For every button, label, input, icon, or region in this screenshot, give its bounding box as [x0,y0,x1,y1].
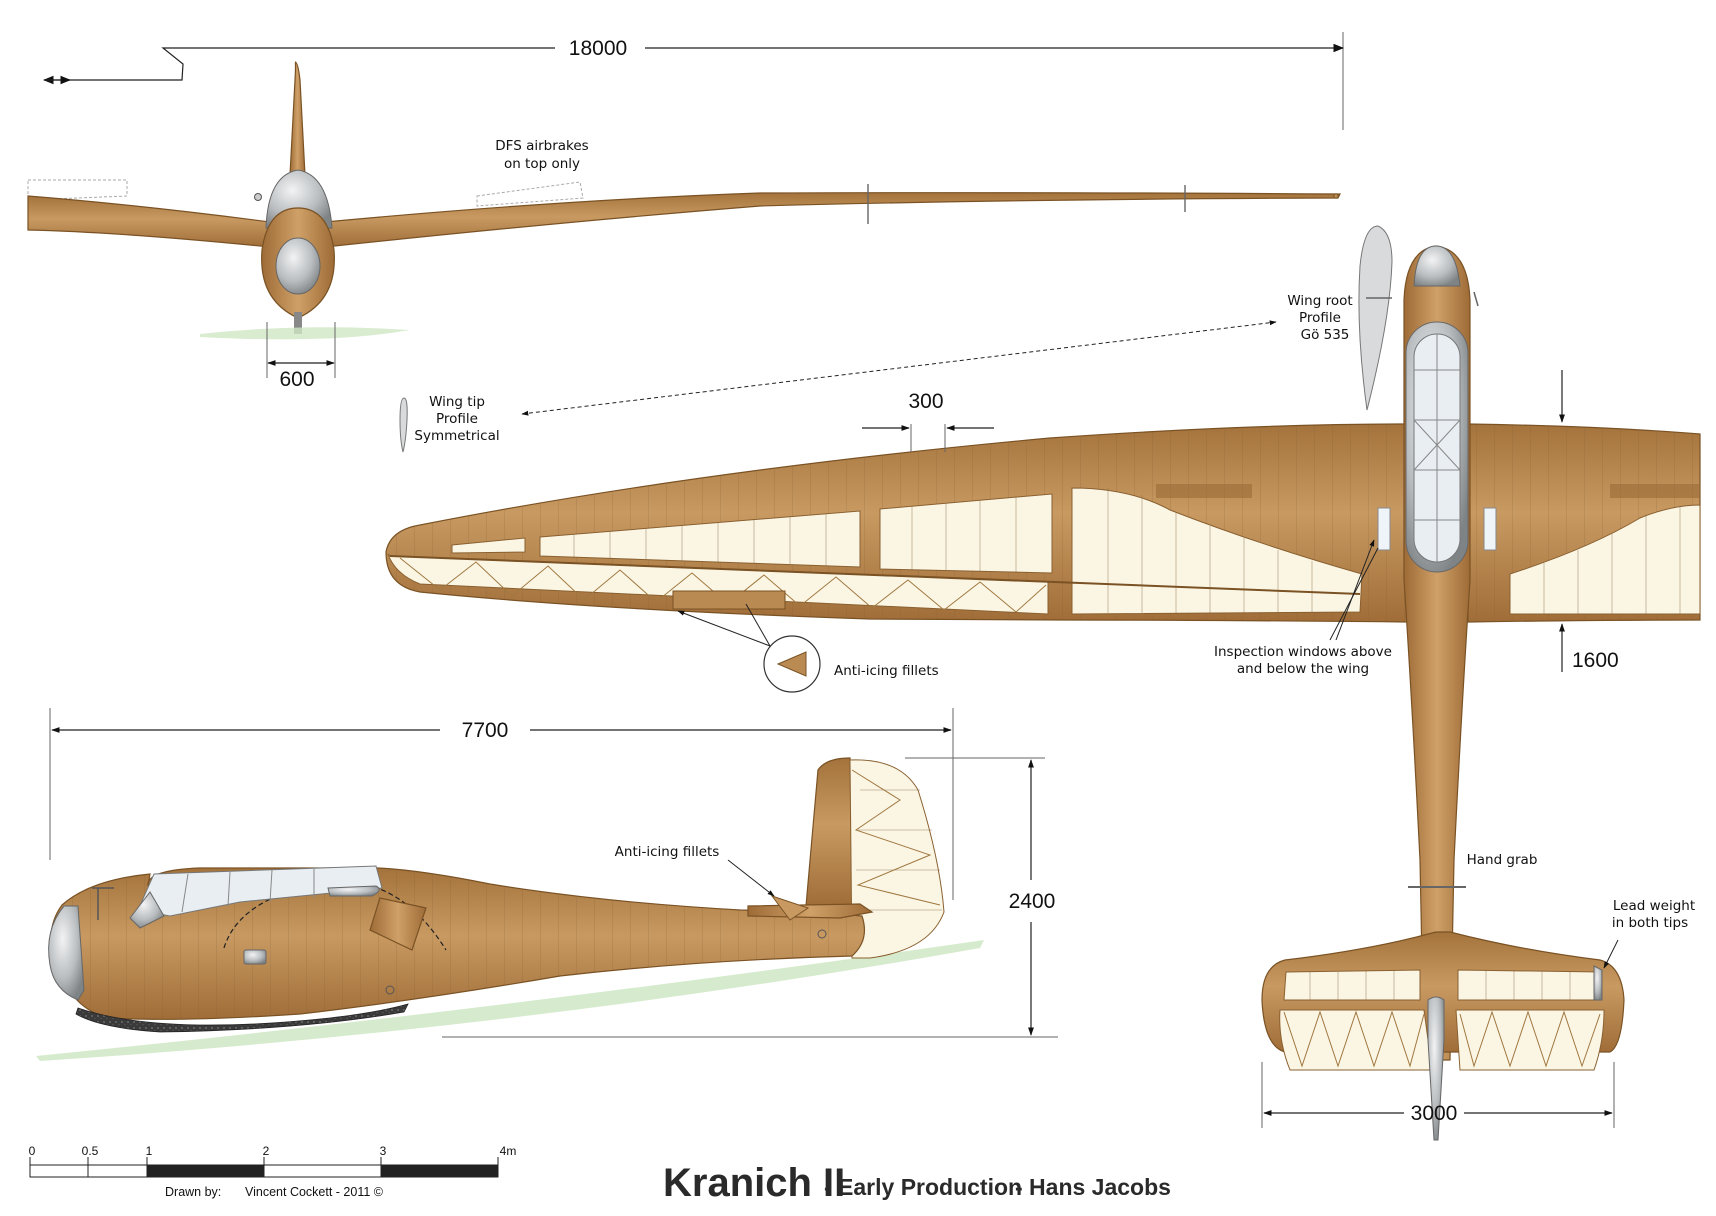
length-dimension: 7700 [49,708,954,900]
scale-label-0: 0 [29,1144,36,1158]
wing-tip-profile [399,397,408,453]
scale-label-3: 3 [380,1144,387,1158]
tailplane-span-label: 3000 [1411,1102,1458,1125]
front-right-wing [324,192,1341,248]
wing-root-note-line2: Profile [1299,310,1341,326]
tailplane-span-dimension: 3000 [1261,1062,1615,1128]
drawn-by-label: Drawn by: [165,1185,221,1199]
scale-label-2: 2 [263,1144,270,1158]
height-dimension: 2400 [442,757,1058,1038]
inspection-note-line2: and below the wing [1237,661,1369,677]
airbrakes-note-line2: on top only [504,156,580,172]
hand-grab-note: Hand grab [1467,852,1538,868]
anti-icing-side-note: Anti-icing fillets [615,844,720,860]
scale-label-1: 1 [146,1144,153,1158]
side-ground-shadow [36,940,984,1061]
aileron-chord-label: 300 [908,390,943,413]
drawing-designer: - Hans Jacobs [1015,1174,1171,1200]
wheel-track-dimension: 600 [266,322,336,391]
wing-tip-note-line2: Profile [436,411,478,427]
anti-icing-plan-note: Anti-icing fillets [834,663,939,679]
side-view: 7700 2400 [36,708,1058,1061]
height-label: 2400 [1009,890,1056,913]
side-fin [805,757,853,907]
front-nose-cap [275,237,321,295]
inspection-note-line1: Inspection windows above [1214,644,1392,660]
aileron-chord-dimension: 300 [862,390,994,452]
drawing-title: Kranich II [663,1161,845,1205]
scale-bar: 0 0.5 1 2 3 4m [29,1144,517,1178]
wing-tip-note-line3: Symmetrical [414,428,499,444]
profiles: Wing root Profile Gö 535 Wing tip Profil… [399,225,1393,453]
front-left-wing [27,195,271,248]
span-dimension: 18000 [42,32,1345,130]
root-chord-dimension: 1600 [1559,370,1619,672]
front-fin [289,61,306,176]
wing-tip-note-line1: Wing tip [429,394,485,410]
side-canopy [137,865,383,917]
side-rudder [849,759,945,959]
root-chord-label: 1600 [1572,649,1619,672]
front-ground-shadow [200,327,410,340]
airbrakes-note-line1: DFS airbrakes [495,138,588,154]
side-nose-cap [48,905,85,1001]
front-view: 18000 600 DFS airbrakes on top only [27,32,1345,391]
span-label: 18000 [569,37,627,60]
author-credit: Vincent Cockett - 2011 © [245,1185,384,1199]
scale-label-4m: 4m [500,1144,517,1158]
lead-weight-note-line2: in both tips [1612,915,1688,931]
lead-weight-note-line1: Lead weight [1613,898,1695,914]
drawing-subtitle: - Early Production [824,1174,1022,1200]
plan-rudder [1427,996,1445,1141]
wing-root-note-line3: Gö 535 [1301,327,1350,343]
scale-label-0-5: 0.5 [82,1144,99,1158]
length-label: 7700 [462,719,509,742]
side-skid [75,1003,409,1033]
wing-root-profile [1358,225,1393,411]
wing-root-note-line1: Wing root [1287,293,1352,309]
wheel-track-label: 600 [279,368,314,391]
plan-view: 300 1600 3000 Anti-icing fillets Inspect… [385,245,1701,1141]
